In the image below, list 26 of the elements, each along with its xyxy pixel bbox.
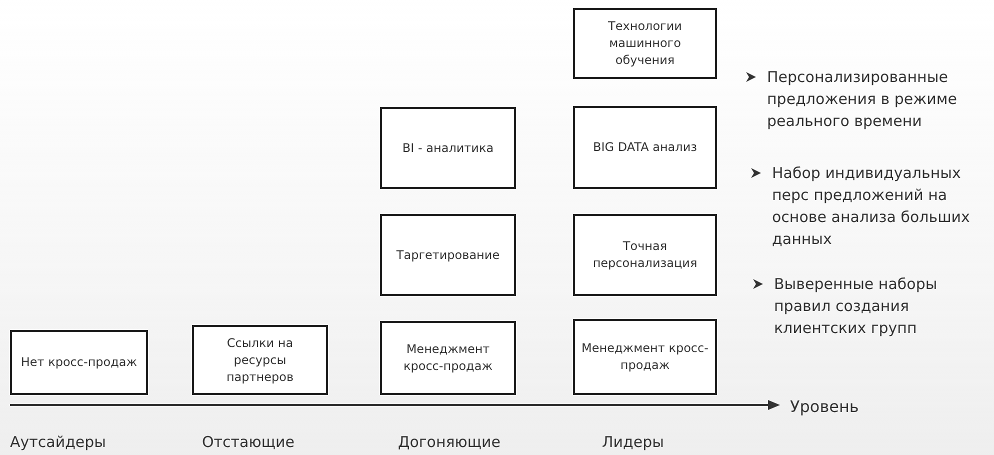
axis-label: Уровень bbox=[790, 396, 859, 417]
stage-box bbox=[573, 106, 717, 189]
stage-box bbox=[192, 325, 328, 395]
stage-box bbox=[573, 8, 717, 79]
bullet-text: Набор индивидуальных перс предложений на основе анализа больших данных bbox=[772, 163, 971, 250]
bullet-text: Персонализированные предложения в режиме реального времени bbox=[767, 67, 958, 132]
stage-box bbox=[380, 321, 516, 395]
bullet-text: Выверенные наборы правил создания клиентских групп bbox=[774, 274, 938, 339]
box-text: BIG DATA анализ bbox=[592, 139, 698, 156]
stage-box bbox=[573, 319, 717, 395]
box-text: Менеджмент кросс-продаж bbox=[402, 341, 494, 375]
box-text: Ссылки на ресурсы партнеров bbox=[225, 334, 295, 386]
box-text: Менеджмент кросс-продаж bbox=[580, 340, 710, 374]
category-label: Отстающие bbox=[202, 432, 294, 453]
stage-box bbox=[573, 214, 717, 296]
stage-box bbox=[380, 214, 516, 296]
stage-box bbox=[380, 107, 516, 189]
box-text: Технологии машинного обучения bbox=[607, 18, 683, 69]
box-text: Нет кросс-продаж bbox=[20, 354, 138, 371]
category-label: Аутсайдеры bbox=[10, 432, 106, 453]
box-text: Таргетирование bbox=[395, 246, 501, 264]
category-label: Лидеры bbox=[602, 432, 664, 453]
category-label: Догоняющие bbox=[398, 432, 501, 453]
box-text: Точная персонализация bbox=[592, 238, 698, 272]
box-text: BI - аналитика bbox=[401, 140, 495, 156]
stage-box bbox=[10, 330, 148, 395]
